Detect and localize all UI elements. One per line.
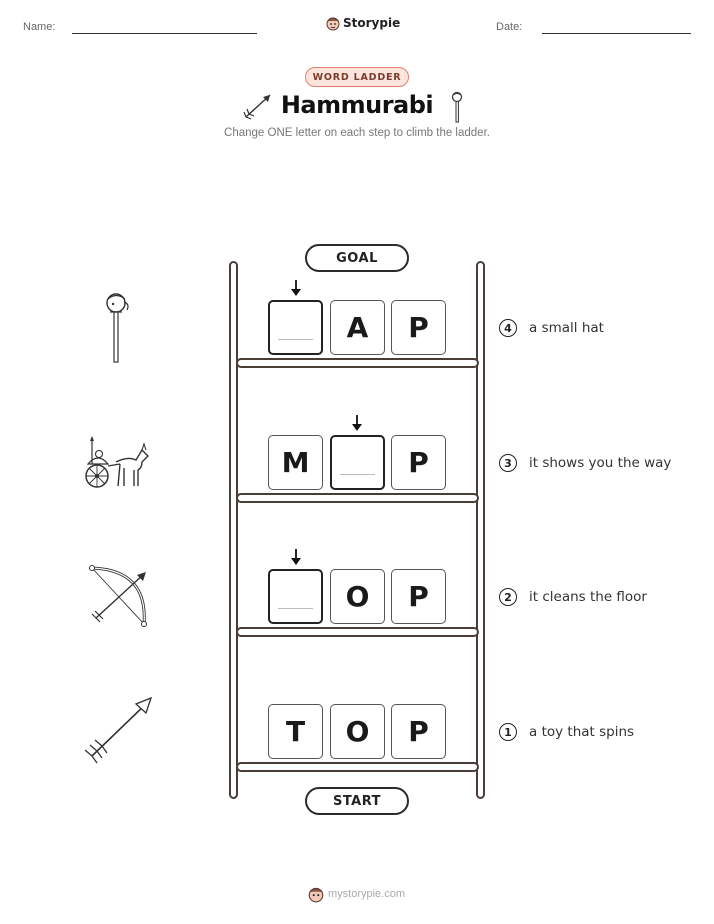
letter-blank-input[interactable] [268,569,323,624]
clue-text: it cleans the floor [529,589,647,605]
letter-tile: M [268,435,323,490]
name-line[interactable] [72,33,257,34]
page-title: Hammurabi [280,91,434,119]
brand-logo: Storypie [326,14,400,32]
letter-tile: P [391,569,446,624]
letter-tile: O [330,569,385,624]
letter-tile: P [391,435,446,490]
footer-url[interactable]: mystorypie.com [328,888,406,900]
clue-number: 2 [499,588,517,606]
letter-tile: P [391,300,446,355]
storypie-mascot-icon [326,17,340,31]
clue-number: 4 [499,319,517,337]
brand-name: Storypie [343,16,401,30]
clue-number: 3 [499,454,517,472]
down-arrow-icon [352,415,362,431]
mace-icon [106,293,129,363]
clue-text: it shows you the way [529,455,672,471]
arrow-icon [84,696,153,764]
date-line[interactable] [542,33,691,34]
goal-label: GOAL [305,244,409,272]
letter-tile: A [330,300,385,355]
clue-text: a small hat [529,320,604,336]
letter-blank-input[interactable] [268,300,323,355]
date-label: Date: [496,21,523,33]
down-arrow-icon [291,549,301,565]
storypie-mascot-icon [308,887,324,903]
write-line [278,608,313,609]
write-line [340,474,375,475]
mace-icon [451,91,463,123]
ladder-rung [236,493,479,503]
letter-tile: P [391,704,446,759]
word-ladder-badge: WORD LADDER [305,67,409,87]
bow-and-arrow-icon [89,565,147,627]
clue-number: 1 [499,723,517,741]
ladder-rung [236,627,479,637]
letter-tile: T [268,704,323,759]
ladder-rung [236,762,479,772]
ladder-right-rail [476,261,485,799]
footer: mystorypie.com [308,885,405,903]
instructions: Change ONE letter on each step to climb … [224,127,490,139]
ladder-left-rail [229,261,238,799]
write-line [278,339,313,340]
start-label: START [305,787,409,815]
chariot-icon [85,436,149,488]
clue-text: a toy that spins [529,724,635,740]
letter-tile: O [330,704,385,759]
arrow-icon [243,94,271,120]
ladder-rung [236,358,479,368]
down-arrow-icon [291,280,301,296]
name-label: Name: [23,21,56,33]
letter-blank-input[interactable] [330,435,385,490]
